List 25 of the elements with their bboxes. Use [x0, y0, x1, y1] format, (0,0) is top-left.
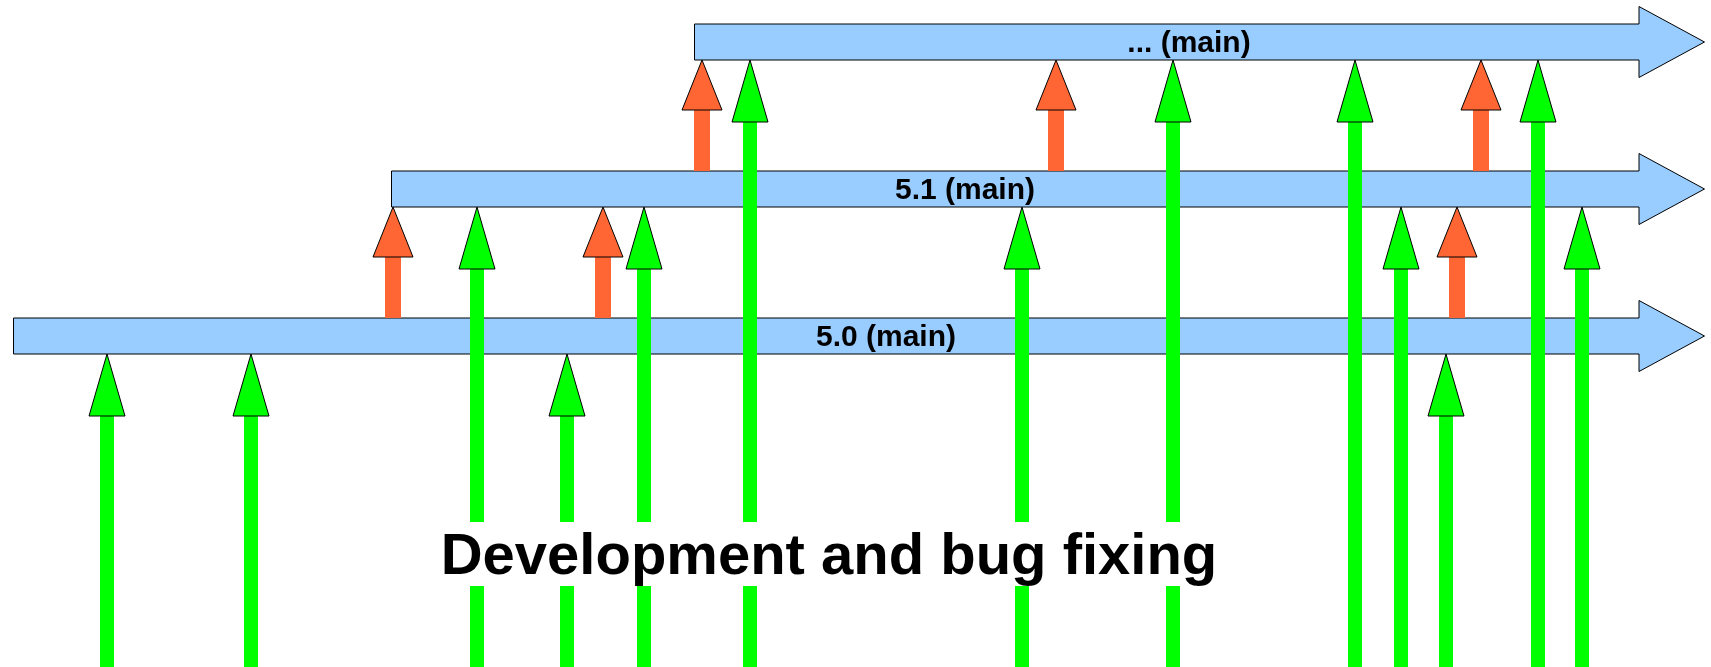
arrow: [625, 206, 663, 667]
arrow: [1519, 59, 1557, 667]
arrow: [582, 206, 624, 318]
arrow: [1563, 206, 1601, 667]
branch-label: 5.1 (main): [895, 172, 1035, 206]
branch-arrow: [694, 6, 1705, 78]
arrow: [1427, 353, 1465, 667]
arrow: [1003, 206, 1041, 667]
arrow: [88, 353, 126, 667]
arrow: [681, 59, 723, 171]
arrow: [458, 206, 496, 667]
arrow: [1336, 59, 1374, 667]
arrow: [1035, 59, 1077, 171]
branch-arrow: [391, 153, 1705, 225]
arrow: [232, 353, 270, 667]
arrow: [731, 59, 769, 667]
arrow: [1436, 206, 1478, 318]
arrow: [1154, 59, 1192, 667]
arrow: [1460, 59, 1502, 171]
branch-label: ... (main): [1127, 25, 1251, 59]
arrow: [372, 206, 414, 318]
arrow: [1382, 206, 1420, 667]
branch-arrow: [13, 300, 1705, 372]
branch-label: 5.0 (main): [816, 319, 956, 353]
arrow: [548, 353, 586, 667]
